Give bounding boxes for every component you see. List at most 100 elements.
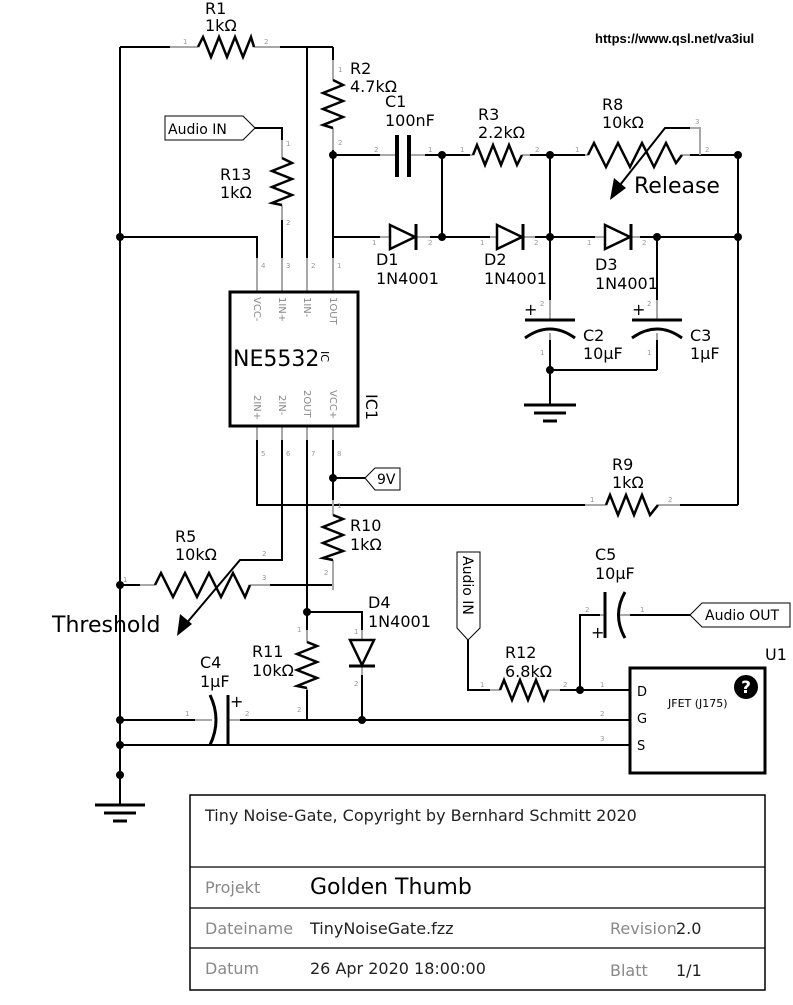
project-label: Projekt [205, 878, 260, 897]
svg-text:2: 2 [534, 239, 538, 247]
ic-pin-2in-plus: 2IN+ [251, 395, 262, 420]
revision-value: 2.0 [676, 919, 701, 938]
r10-ref: R10 [350, 516, 381, 535]
help-badge: ? [741, 678, 751, 698]
r1-value: 1kΩ [205, 16, 237, 35]
sheet-label: Blatt [610, 961, 648, 980]
resistor-r2: 1 2 R2 4.7kΩ [319, 59, 397, 150]
ic-value: NE5532 [233, 347, 319, 372]
r3-value: 2.2kΩ [478, 123, 525, 142]
r5-value: 10kΩ [175, 545, 217, 564]
svg-text:1: 1 [480, 681, 484, 689]
audio-in-bottom-label: Audio IN [459, 556, 475, 615]
r3-ref: R3 [478, 105, 499, 124]
r12-value: 6.8kΩ [505, 662, 552, 681]
svg-text:1: 1 [286, 140, 290, 148]
ic-ne5532: 4 3 2 1 5 6 7 8 VCC- 1IN+ 1IN- 1OUT 2IN+… [228, 258, 381, 458]
ic-pin-1in-plus: 1IN+ [276, 297, 287, 322]
file-label: Dateiname [205, 919, 293, 938]
svg-text:2: 2 [668, 496, 672, 504]
port-audio-out: Audio OUT [689, 602, 791, 628]
svg-text:1: 1 [297, 626, 301, 634]
d2-value: 1N4001 [484, 269, 547, 288]
junctions [116, 151, 742, 779]
resistor-r12: 1 2 R12 6.8kΩ [480, 643, 567, 704]
svg-text:6: 6 [286, 450, 291, 458]
date-label: Datum [205, 959, 259, 978]
svg-text:G: G [637, 712, 647, 727]
svg-text:1: 1 [354, 628, 358, 636]
r13-ref: R13 [220, 165, 251, 184]
svg-text:2: 2 [374, 146, 378, 154]
ground-symbol-left [95, 803, 145, 823]
svg-text:2: 2 [324, 569, 328, 577]
d1-ref: D1 [376, 250, 399, 269]
svg-text:2: 2 [705, 146, 709, 154]
resistor-r11: 1 2 R11 10kΩ [252, 626, 321, 714]
r10-value: 1kΩ [350, 535, 382, 554]
svg-text:1: 1 [460, 146, 464, 154]
source-url: https://www.qsl.net/va3iul [595, 31, 754, 46]
r13-value: 1kΩ [220, 183, 252, 202]
capacitor-c5: + 2 1 C5 10µF [585, 545, 644, 642]
svg-text:1: 1 [372, 239, 376, 247]
svg-text:3: 3 [695, 118, 699, 126]
project-value: Golden Thumb [310, 875, 472, 900]
svg-text:2: 2 [535, 146, 539, 154]
c2-ref: C2 [583, 326, 604, 345]
c2-value: 10µF [583, 344, 623, 363]
revision-label: Revision [610, 919, 677, 938]
svg-text:1: 1 [647, 349, 651, 357]
svg-text:2: 2 [585, 606, 589, 614]
title-block: Tiny Noise-Gate, Copyright by Bernhard S… [189, 794, 766, 991]
svg-text:2: 2 [297, 706, 301, 714]
d3-ref: D3 [595, 255, 618, 274]
svg-text:1: 1 [337, 502, 341, 510]
c5-ref: C5 [595, 545, 616, 564]
svg-text:1: 1 [575, 146, 579, 154]
threshold-label: Threshold [51, 613, 160, 638]
svg-text:3: 3 [262, 574, 266, 582]
svg-text:2: 2 [245, 710, 249, 718]
r2-value: 4.7kΩ [350, 77, 397, 96]
svg-text:1: 1 [600, 681, 604, 689]
svg-text:+: + [632, 300, 645, 319]
svg-text:1: 1 [428, 146, 432, 154]
c3-ref: C3 [690, 326, 711, 345]
r5-ref: R5 [175, 527, 196, 546]
r9-value: 1kΩ [612, 473, 644, 492]
svg-text:+: + [524, 300, 537, 319]
resistor-r10: 1 2 R10 1kΩ [318, 500, 382, 590]
diode-d3: 1 2 D3 1N4001 [587, 223, 658, 293]
u1-ref: U1 [765, 645, 787, 664]
svg-text:2: 2 [286, 219, 290, 227]
svg-text:2: 2 [311, 262, 315, 270]
svg-text:7: 7 [311, 450, 315, 458]
svg-text:5: 5 [261, 450, 265, 458]
c1-value: 100nF [385, 111, 435, 130]
svg-text:2: 2 [563, 681, 567, 689]
supply-label: 9V [377, 472, 396, 488]
d1-value: 1N4001 [376, 269, 439, 288]
svg-text:1: 1 [480, 239, 484, 247]
capacitor-c3: + 2 1 C3 1µF [631, 300, 720, 363]
svg-text:1: 1 [640, 606, 644, 614]
r2-ref: R2 [350, 59, 371, 78]
file-value: TinyNoiseGate.fzz [309, 919, 454, 938]
d4-ref: D4 [368, 593, 391, 612]
svg-text:3: 3 [286, 262, 290, 270]
c4-ref: C4 [200, 653, 221, 672]
c4-value: 1µF [200, 672, 230, 691]
u1-value: JFET (J175) [667, 697, 728, 710]
svg-text:S: S [637, 739, 645, 754]
r9-ref: R9 [612, 455, 633, 474]
date-value: 26 Apr 2020 18:00:00 [310, 959, 486, 978]
ic-pin-2out: 2OUT [301, 390, 312, 419]
port-audio-in-bottom: Audio IN [456, 551, 481, 641]
ic-pin-vcc-minus: VCC- [251, 297, 262, 322]
svg-text:2: 2 [338, 139, 342, 147]
r8-ref: R8 [602, 95, 623, 114]
ic-pin-vcc-plus: VCC+ [327, 390, 338, 419]
potentiometer-r8: 1 3 2 R8 10kΩ Release [575, 95, 720, 200]
